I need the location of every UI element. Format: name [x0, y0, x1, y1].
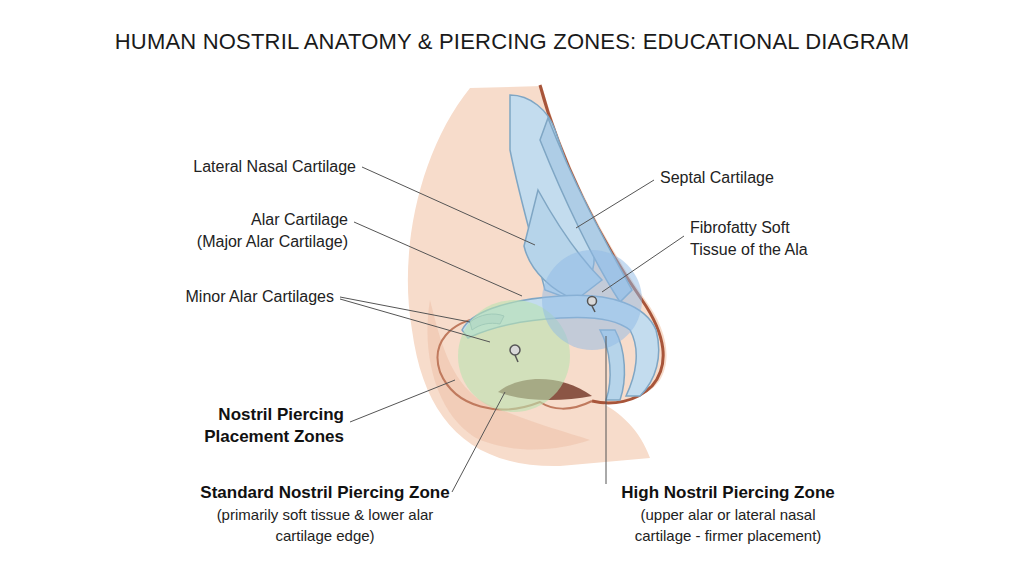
- part-label: Septal Cartilage: [660, 167, 860, 189]
- zone-note: (primarily soft tissue & lower alar cart…: [213, 504, 438, 546]
- leader-line: [354, 222, 522, 296]
- part-note: (Major Alar Cartilage): [148, 231, 348, 253]
- stud: [510, 345, 520, 355]
- zone-heading: Nostril Piercing Placement Zones: [184, 404, 344, 448]
- part-label: Fibrofatty Soft Tissue of the Ala: [690, 217, 830, 261]
- leader-line: [340, 297, 470, 322]
- leader-line: [602, 236, 684, 292]
- leader-line: [362, 167, 535, 245]
- face-skin: [408, 86, 667, 466]
- high-zone: [542, 250, 642, 350]
- diagram-title: HUMAN NOSTRIL ANATOMY & PIERCING ZONES: …: [0, 28, 1024, 56]
- stud-post: [515, 355, 518, 362]
- leader-line: [350, 380, 455, 422]
- zone-label: High Nostril Piercing Zone: [598, 482, 858, 504]
- zone-label: Standard Nostril Piercing Zone: [175, 482, 475, 504]
- part-label: Minor Alar Cartilages: [94, 286, 334, 308]
- stud: [588, 297, 597, 306]
- leader-line: [606, 336, 607, 484]
- leader-line: [576, 180, 654, 228]
- zone-note: (upper alar or lateral nasal cartilage -…: [611, 504, 846, 546]
- leader-line: [340, 299, 490, 342]
- leader-line: [452, 392, 505, 492]
- part-label: Alar Cartilage: [148, 209, 348, 231]
- stud-post: [592, 306, 595, 312]
- part-label: Lateral Nasal Cartilage: [116, 156, 356, 178]
